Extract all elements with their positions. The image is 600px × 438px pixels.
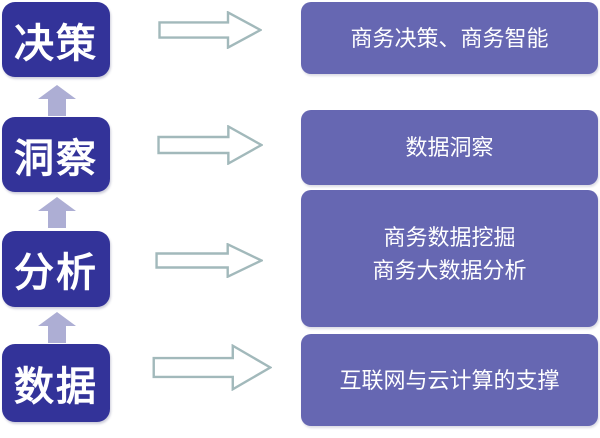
- block-arrow-up-icon: [38, 312, 76, 343]
- detail-text: 商务数据挖掘: [383, 224, 516, 250]
- stage-box-analysis: 分析: [2, 231, 110, 307]
- stage-label-data: 数据: [14, 365, 98, 409]
- detail-text: 商务大数据分析: [372, 257, 527, 283]
- stage-label-decision: 决策: [14, 21, 98, 66]
- block-arrow-right-icon: [157, 125, 263, 165]
- detail-box-analysis: 商务数据挖掘 商务大数据分析: [301, 190, 598, 327]
- stage-box-data: 数据: [2, 344, 110, 422]
- detail-text: 数据洞察: [405, 135, 494, 160]
- block-arrow-right-icon: [152, 344, 272, 391]
- block-arrow-up-icon: [38, 197, 76, 228]
- detail-box-data: 互联网与云计算的支撑: [301, 334, 598, 426]
- stage-label-insight: 洞察: [14, 136, 98, 181]
- detail-text: 商务决策、商务智能: [350, 25, 549, 51]
- block-arrow-right-icon: [158, 11, 262, 49]
- block-arrow-up-icon: [38, 85, 76, 116]
- block-arrow-right-icon: [155, 243, 263, 278]
- detail-box-decision: 商务决策、商务智能: [301, 2, 598, 74]
- stage-label-analysis: 分析: [14, 251, 98, 295]
- detail-text: 互联网与云计算的支撑: [339, 367, 560, 393]
- stage-box-insight: 洞察: [2, 117, 110, 192]
- detail-box-insight: 数据洞察: [301, 110, 598, 185]
- stage-box-decision: 决策: [2, 2, 110, 77]
